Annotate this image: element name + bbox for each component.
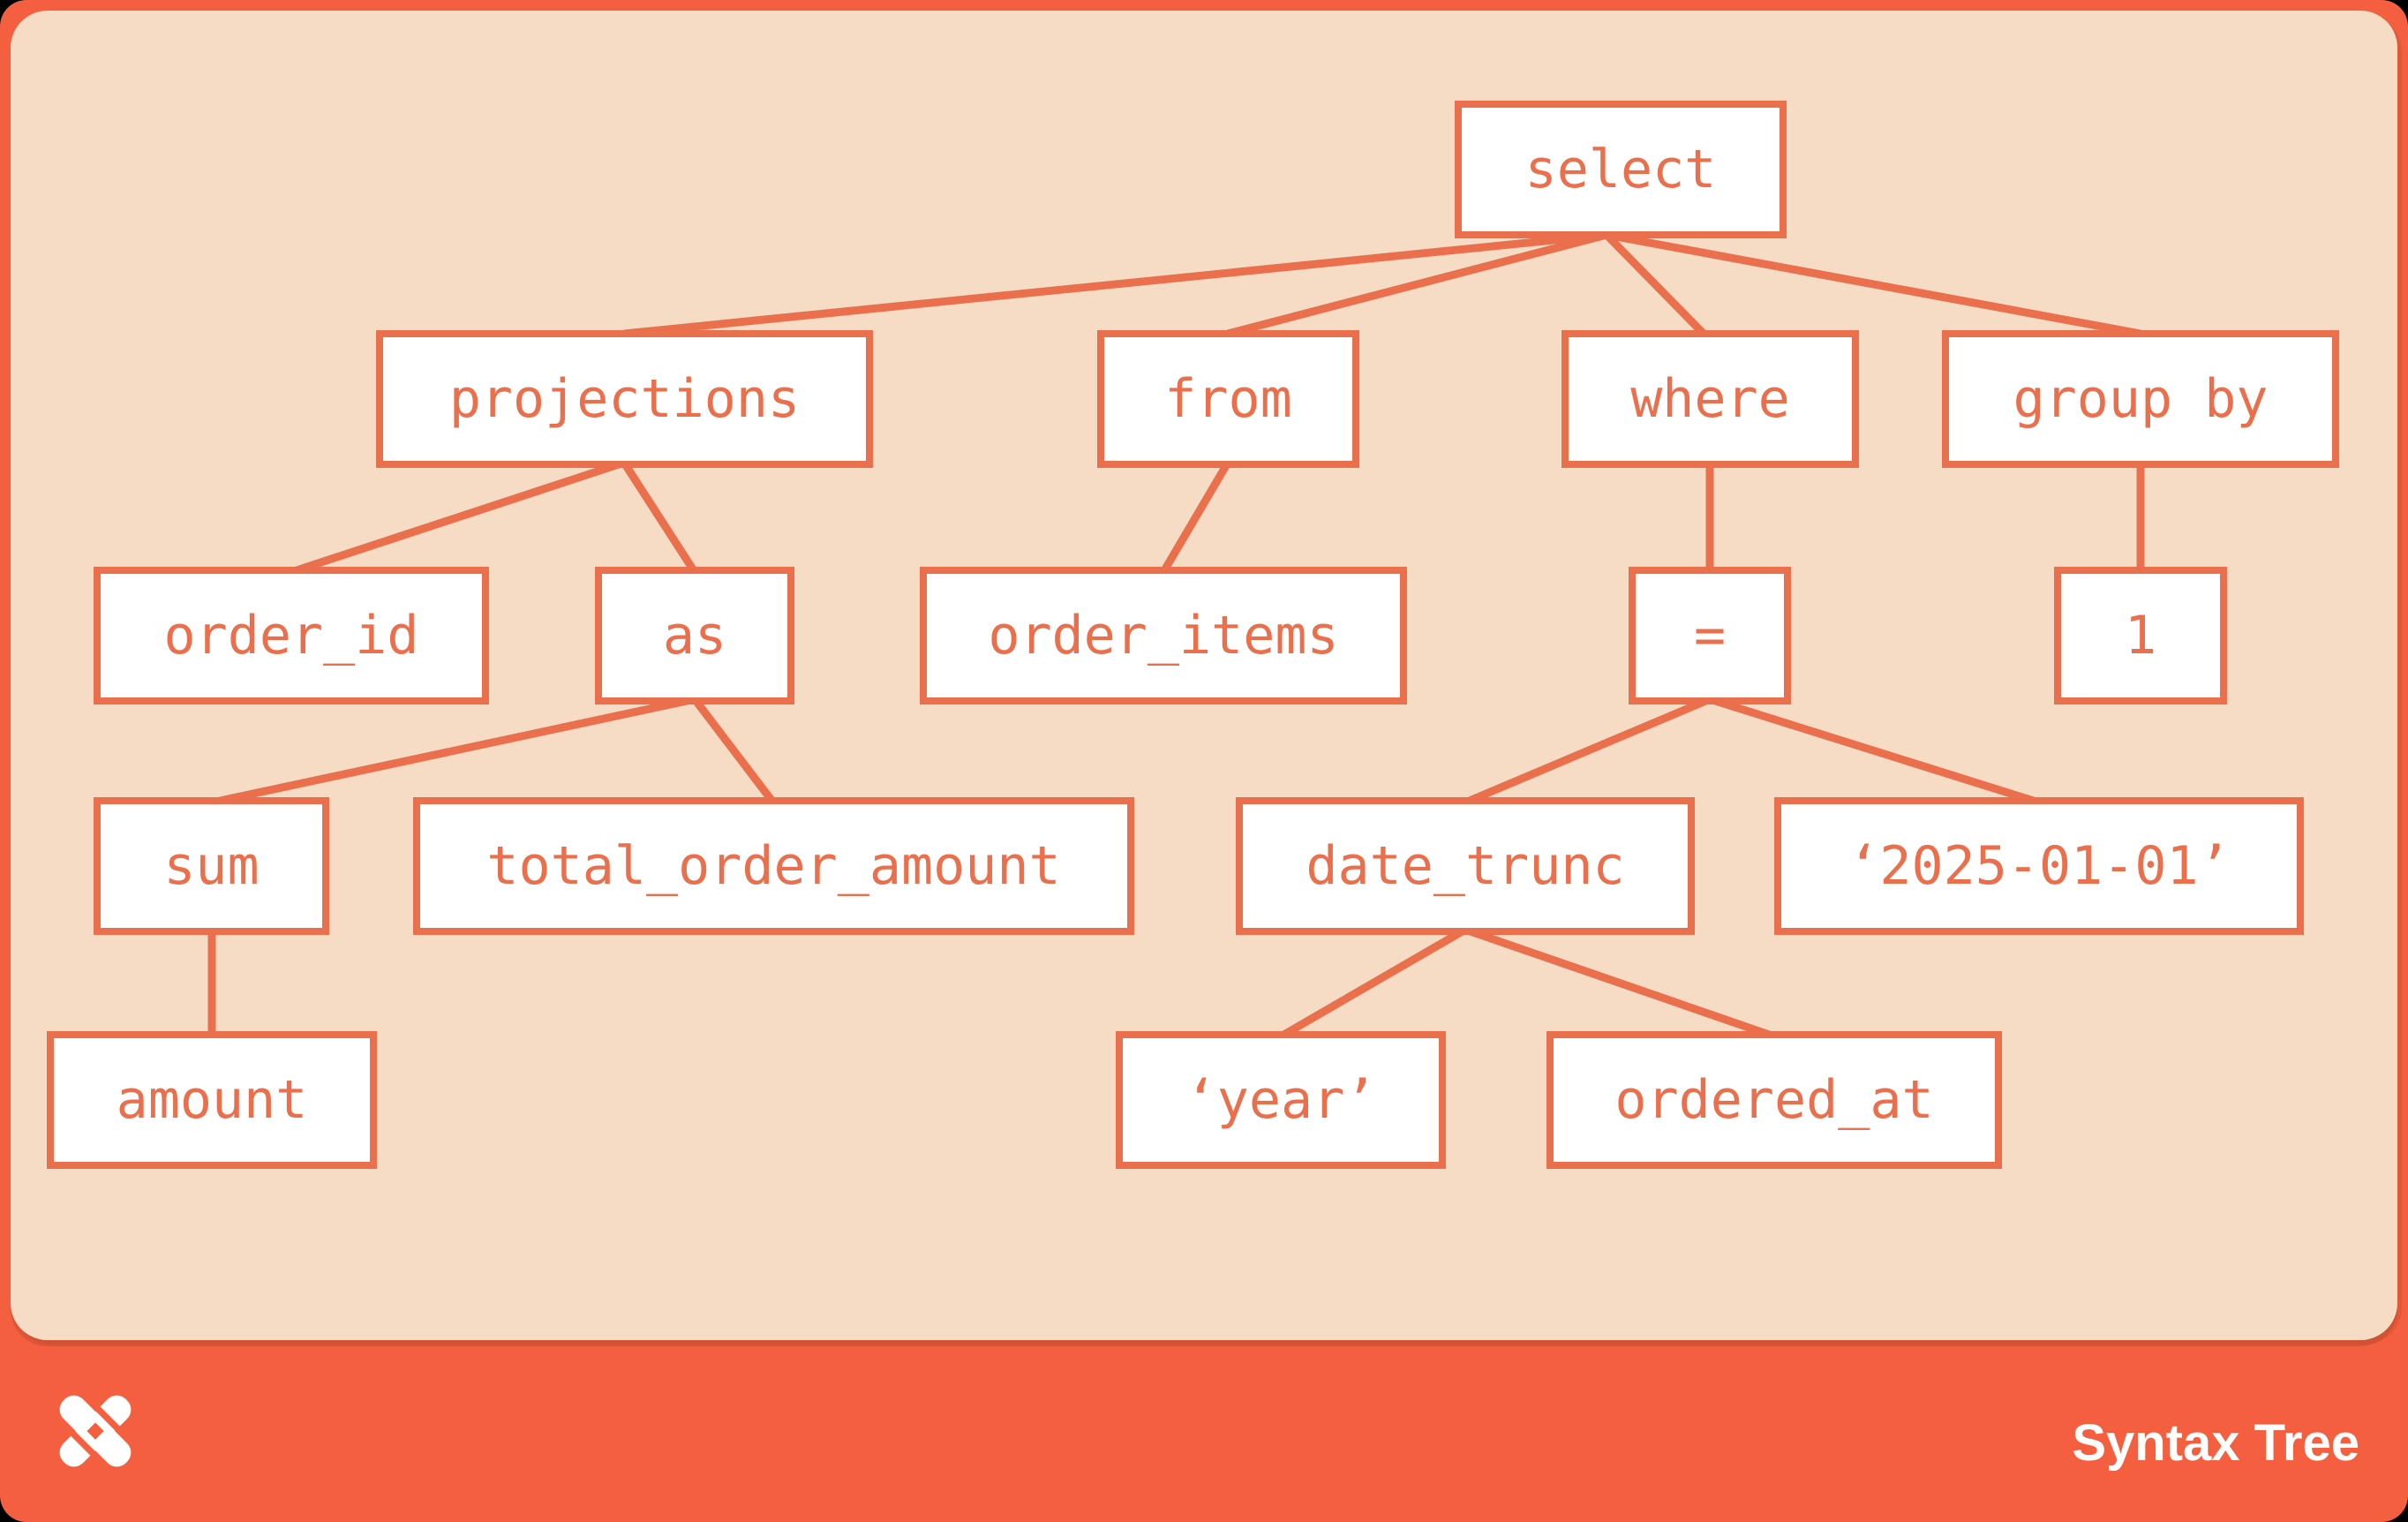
footer-bar: Syntax Tree <box>0 1340 2408 1522</box>
node-total-order-amount: total_order_amount <box>413 797 1134 935</box>
node-select: select <box>1455 101 1787 238</box>
node-sum: sum <box>94 797 329 935</box>
node-literal-2025-01-01: ‘2025-01-01’ <box>1774 797 2304 935</box>
node-one: 1 <box>2054 567 2227 704</box>
node-where: where <box>1561 330 1859 468</box>
tree-edge <box>1708 695 2041 807</box>
tree-edge <box>623 230 1607 338</box>
node-from: from <box>1097 330 1359 468</box>
tree-edge <box>1464 695 1712 807</box>
tree-edge <box>621 460 698 575</box>
tree-edge <box>1226 230 1608 338</box>
tree-edge <box>1160 460 1231 575</box>
tree-edge <box>1606 230 2141 338</box>
tree-edge <box>1464 925 1776 1041</box>
tree-edge <box>691 697 777 805</box>
node-as: as <box>595 567 794 704</box>
node-order-items: order_items <box>920 567 1407 704</box>
node-projections: projections <box>376 330 873 468</box>
node-date-trunc: date_trunc <box>1236 797 1695 935</box>
tree-edge <box>211 695 696 807</box>
tree-edge <box>290 458 626 576</box>
tree-edge <box>1603 231 1707 337</box>
brand-title: Syntax Tree <box>2072 1413 2359 1472</box>
node-ordered-at: ordered_at <box>1546 1031 2002 1169</box>
node-amount: amount <box>47 1031 377 1169</box>
node-order-id: order_id <box>94 567 489 704</box>
pinwheel-x-logo-icon <box>59 1395 132 1467</box>
node-equals: = <box>1629 567 1791 704</box>
node-literal-year: ‘year’ <box>1116 1031 1446 1169</box>
tree-edge <box>1278 926 1468 1040</box>
node-group-by: group by <box>1942 330 2339 468</box>
